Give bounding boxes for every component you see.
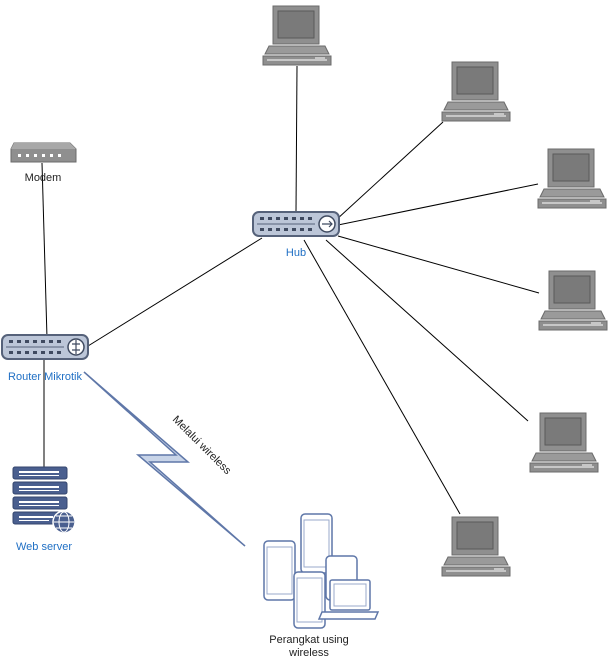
link-hub-pc5 — [325, 239, 529, 422]
link-router-hub — [87, 237, 263, 347]
pc-3-icon — [537, 148, 607, 209]
wireless-devices-icon — [263, 513, 380, 629]
pc-2-icon — [441, 61, 511, 122]
connections — [41, 65, 540, 515]
pc-4-icon — [538, 270, 608, 331]
wireless-lightning-icon — [83, 371, 246, 547]
router-icon — [1, 334, 89, 360]
pc-6-icon — [441, 516, 511, 577]
modem-label: Modem — [25, 172, 62, 184]
router-label: Router Mikrotik — [8, 371, 82, 383]
link-hub-pc6 — [303, 239, 461, 515]
web-server-icon — [12, 466, 76, 534]
hub-label: Hub — [286, 247, 306, 259]
link-modem-router — [41, 162, 48, 339]
wireless-devices-label-line2: wireless — [288, 647, 329, 659]
web-server-label: Web server — [16, 541, 72, 553]
modem-icon — [10, 142, 77, 163]
wireless-link-label: Melalui wireless — [170, 414, 234, 478]
wireless-devices-label-line1: Perangkat using — [269, 634, 349, 646]
link-hub-pc4 — [337, 235, 540, 294]
link-hub-pc2 — [335, 121, 444, 221]
pc-5-icon — [529, 412, 599, 473]
pc-1-icon — [262, 5, 332, 66]
hub-icon — [252, 211, 340, 237]
link-hub-pc3 — [337, 183, 539, 226]
link-hub-pc1 — [295, 65, 298, 213]
